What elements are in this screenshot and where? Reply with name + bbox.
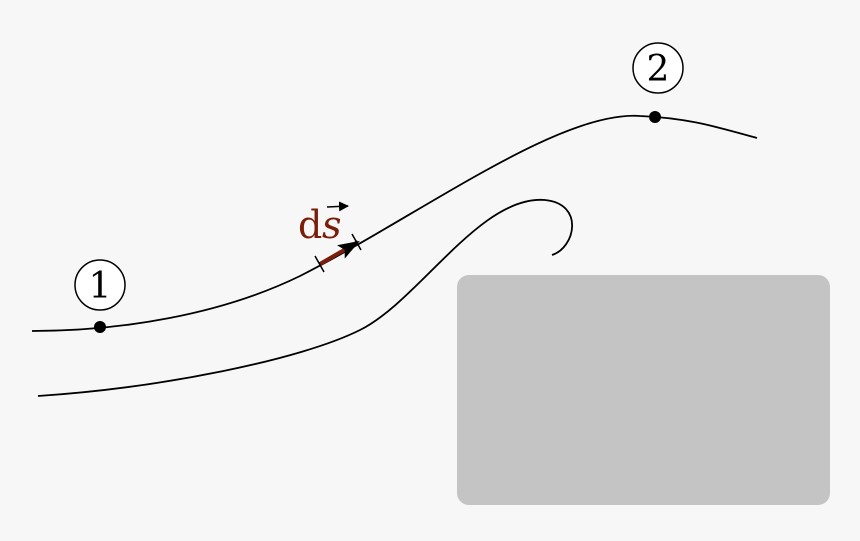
- point-1-label: 1: [89, 266, 112, 307]
- point-2-label-circle: [632, 42, 684, 94]
- streamline-lower: [37, 199, 573, 397]
- ds-tick-start: [314, 255, 325, 273]
- streamline-upper: [31, 115, 758, 332]
- ds-label: d s: [298, 203, 342, 247]
- point-2-marker: [649, 111, 661, 123]
- point-1-marker: [94, 321, 106, 333]
- ds-tick-end: [351, 233, 362, 251]
- point-1-label-circle: [74, 259, 126, 311]
- obstacle-block: [457, 275, 830, 505]
- point-2-label: 2: [647, 49, 670, 90]
- ds-label-d: d: [298, 203, 322, 247]
- ds-vector-arrow: [318, 240, 360, 266]
- vector-arrow-icon: [326, 201, 349, 212]
- ds-label-s: s: [322, 203, 342, 247]
